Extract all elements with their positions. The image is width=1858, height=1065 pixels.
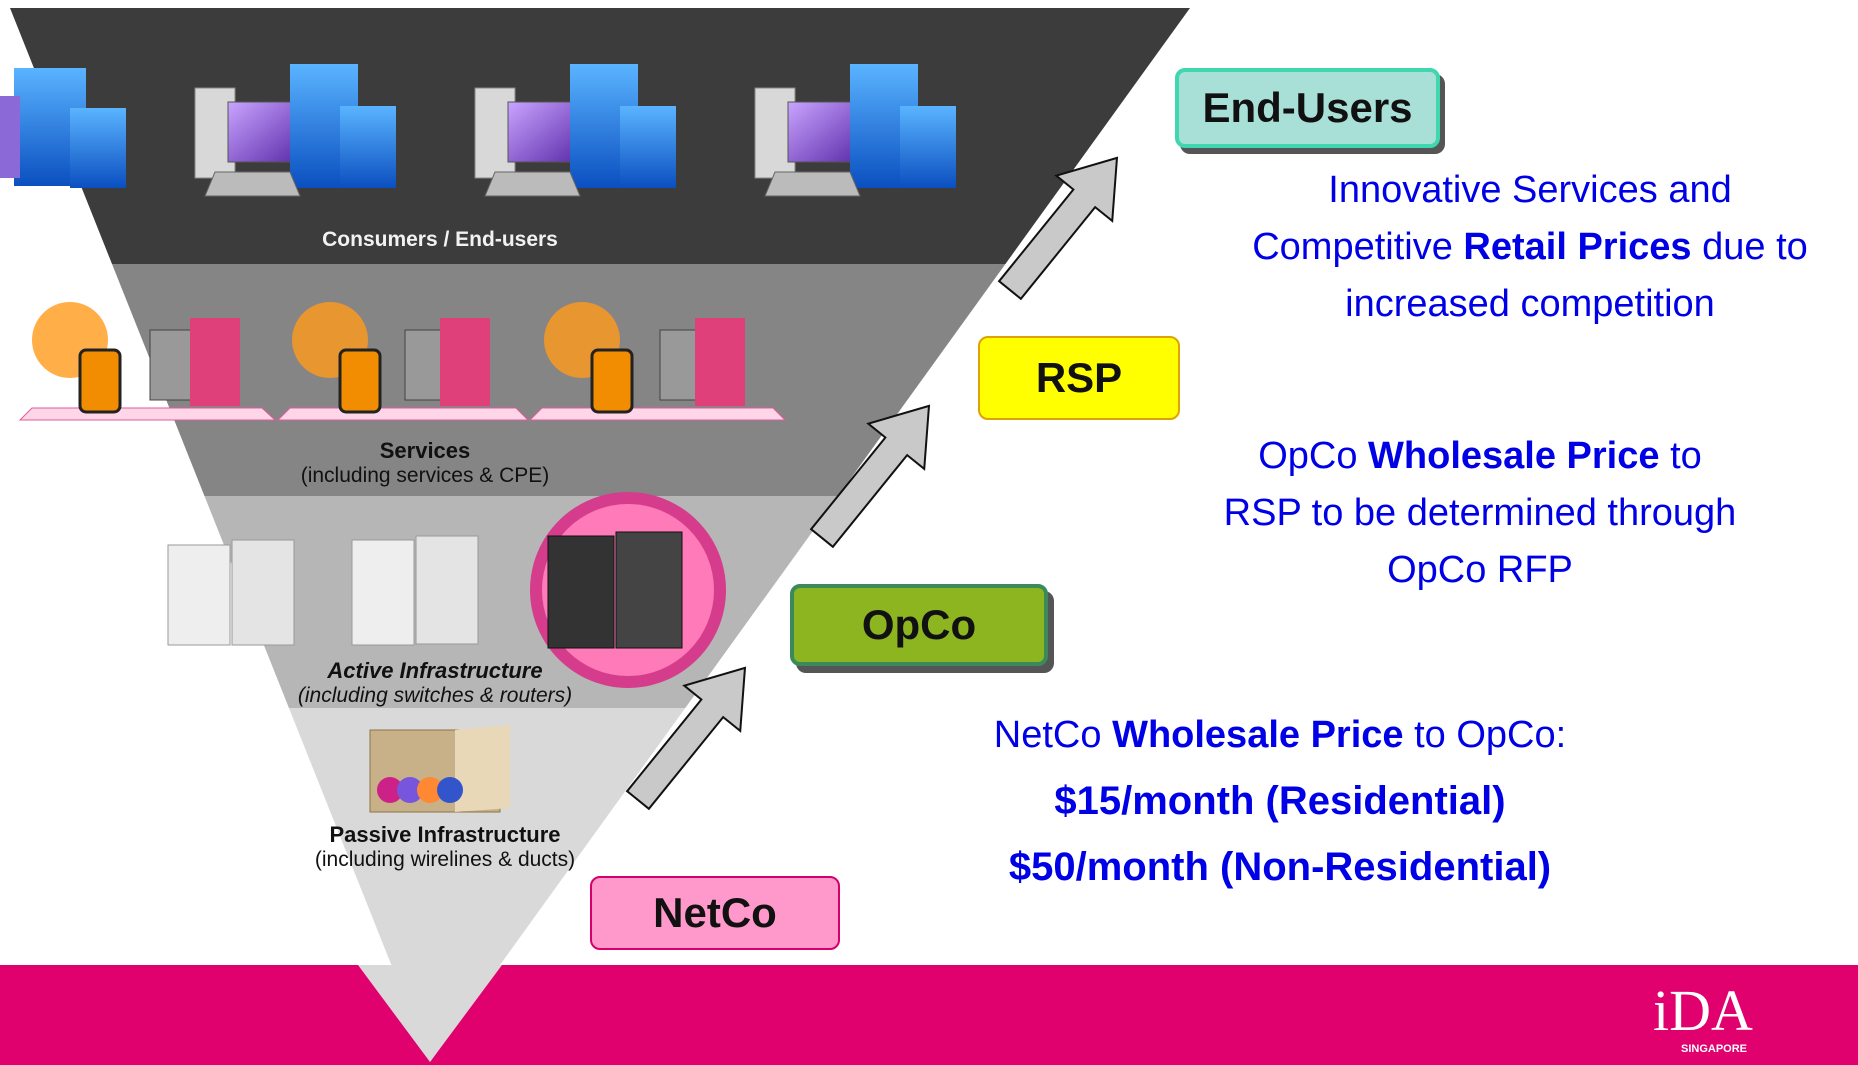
active-layer-label: Active Infrastructure (including switche… (250, 658, 620, 708)
svg-text:iDA: iDA (1653, 978, 1753, 1043)
opco-line-2: RSP to be determined through (1223, 492, 1737, 534)
rsp-box: RSP (978, 336, 1180, 420)
duct-icon (369, 725, 510, 813)
retail-line-2: Competitive Retail Prices due to (1210, 219, 1850, 276)
passive-title: Passive Infrastructure (329, 822, 561, 847)
consumer-building-icon (0, 68, 126, 188)
netco-line-1: NetCo Wholesale Price to OpCo: (900, 702, 1660, 768)
consumer-computer-icon (754, 64, 956, 197)
passive-subtitle: (including wirelines & ducts) (314, 848, 576, 871)
brand-footer-bar (0, 965, 1858, 1065)
netco-wholesale-emphasis: Wholesale Price (1112, 714, 1404, 756)
opco-line-3: OpCo RFP (1387, 549, 1573, 591)
server-icon (351, 535, 479, 646)
residential-price: $15/month (Residential) (1054, 779, 1506, 823)
retail-line-2-post: due to (1691, 226, 1808, 268)
consumers-layer-label: Consumers / End-users (250, 228, 630, 252)
opco-line-1: OpCo Wholesale Price to (1170, 428, 1790, 485)
services-title: Services (379, 438, 471, 463)
retail-line-2-pre: Competitive (1252, 226, 1464, 268)
netco-box: NetCo (590, 876, 840, 950)
highlighted-server-icon (530, 492, 726, 688)
consumer-computer-icon (194, 64, 396, 197)
arrow-netco-to-opco (625, 666, 747, 811)
server-icon (167, 539, 295, 646)
opco-line-1-post: to (1659, 435, 1702, 477)
arrow-opco-to-rsp (809, 404, 931, 549)
services-subtitle: (including services & CPE) (300, 464, 550, 487)
services-device-icon (528, 302, 787, 421)
retail-price-description: Innovative Services and Competitive Reta… (1210, 162, 1850, 333)
netco-line-1-post: to OpCo: (1403, 714, 1567, 756)
retail-line-1: Innovative Services and (1328, 169, 1732, 211)
opco-wholesale-emphasis: Wholesale Price (1368, 435, 1660, 477)
consumer-computer-icon (474, 64, 676, 197)
active-subtitle: (including switches & routers) (297, 684, 573, 707)
services-device-icon (18, 302, 277, 421)
opco-line-1-pre: OpCo (1258, 435, 1369, 477)
non-residential-price: $50/month (Non-Residential) (1008, 845, 1552, 889)
ida-logo: iDA SINGAPORE (1653, 978, 1753, 1055)
netco-line-1-pre: NetCo (993, 714, 1113, 756)
end-users-box: End-Users (1175, 68, 1440, 148)
opco-price-description: OpCo Wholesale Price to RSP to be determ… (1170, 428, 1790, 599)
svg-text:SINGAPORE: SINGAPORE (1681, 1043, 1747, 1055)
consumers-title: Consumers / End-users (322, 228, 558, 251)
arrow-rsp-to-endusers (997, 156, 1119, 301)
passive-layer-label: Passive Infrastructure (including wireli… (260, 822, 630, 872)
services-layer-label: Services (including services & CPE) (240, 438, 610, 488)
services-device-icon (276, 302, 530, 421)
retail-prices-emphasis: Retail Prices (1463, 226, 1692, 268)
netco-price-description: NetCo Wholesale Price to OpCo: $15/month… (900, 702, 1660, 900)
retail-line-3: increased competition (1345, 283, 1715, 325)
active-title: Active Infrastructure (327, 658, 543, 683)
opco-box: OpCo (790, 584, 1048, 666)
